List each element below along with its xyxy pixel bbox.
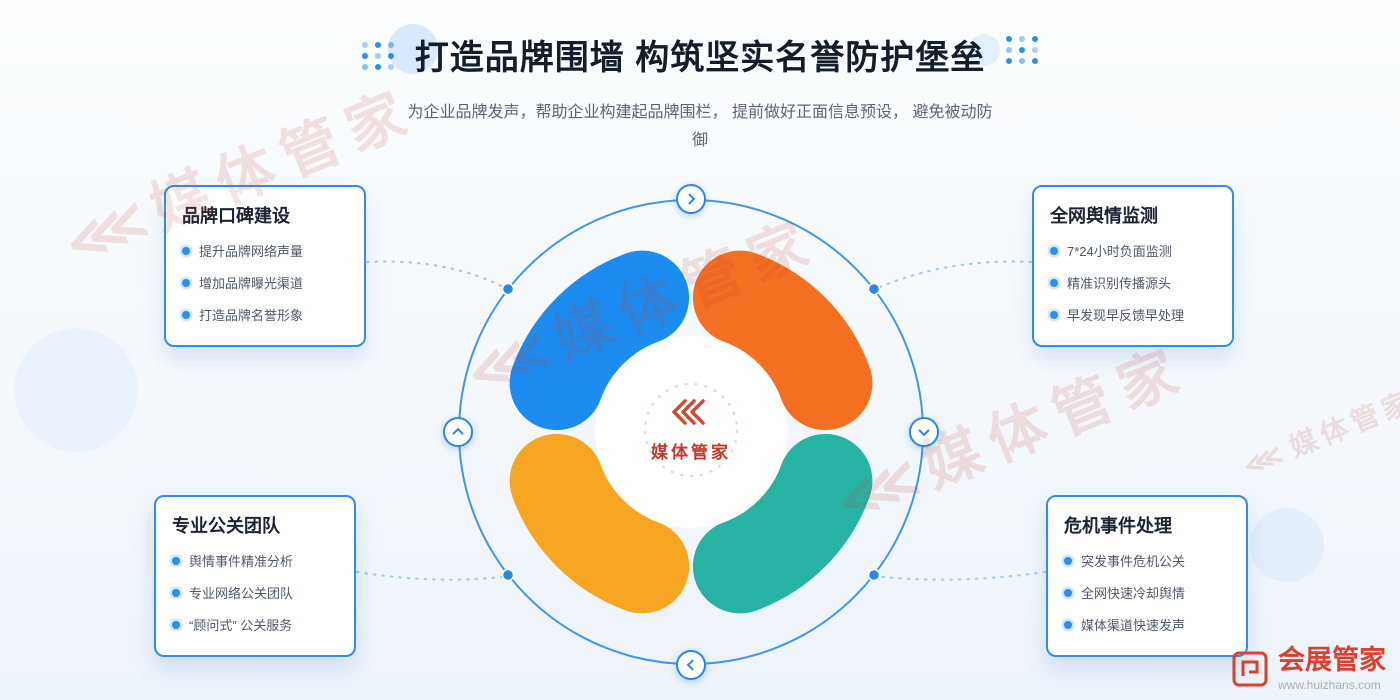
list-item-label: 打造品牌名誉形象 <box>199 308 304 323</box>
ring-arrow-right-button[interactable] <box>909 417 939 447</box>
site-brand[interactable]: 会展管家 www.huizhans.com <box>1231 645 1386 692</box>
card-title: 专业公关团队 <box>172 516 280 536</box>
bullet-dot-icon <box>172 556 180 565</box>
list-item-label: 舆情事件精准分析 <box>189 554 294 569</box>
brand-name: 会展管家 <box>1278 645 1386 676</box>
list-item-label: 精准识别传播源头 <box>1067 276 1172 291</box>
page-header: 打造品牌围墙 构筑坚实名誉防护堡垒 为企业品牌发声，帮助企业构建起品牌围栏， 提… <box>0 30 1400 155</box>
connector-top-left <box>365 260 511 292</box>
title-accent-circle <box>388 24 438 74</box>
list-item: 打造品牌名誉形象 <box>182 305 348 324</box>
center-white-disc <box>595 336 787 528</box>
title-accent-circle <box>968 34 1000 66</box>
page-title: 打造品牌围墙 构筑坚实名誉防护堡垒 <box>414 39 986 77</box>
list-item-label: 增加品牌曝光渠道 <box>199 276 304 291</box>
ring-dot-bottom-right <box>867 568 881 582</box>
list-item-label: 全网快速冷却舆情 <box>1081 586 1186 601</box>
background-circle <box>14 328 138 452</box>
ring-arrow-top-button[interactable] <box>676 184 706 214</box>
list-item-label: 提升品牌网络声量 <box>199 244 304 259</box>
list-item: 舆情事件精准分析 <box>172 551 338 570</box>
ring-dot-bottom-left <box>501 568 515 582</box>
brand-url[interactable]: www.huizhans.com <box>1278 677 1381 692</box>
bullet-dot-icon <box>1050 278 1058 287</box>
bullet-dot-icon <box>1050 310 1058 319</box>
connector-top-right <box>871 260 1033 292</box>
list-item: 突发事件危机公关 <box>1064 551 1230 570</box>
card-crisis-handling: 危机事件处理 突发事件危机公关 全网快速冷却舆情 媒体渠道快速发声 <box>1046 495 1248 657</box>
list-item: 7*24小时负面监测 <box>1050 241 1216 260</box>
card-title: 品牌口碑建设 <box>182 206 290 226</box>
huizhan-logo-icon <box>1232 651 1268 687</box>
card-opinion-monitoring: 全网舆情监测 7*24小时负面监测 精准识别传播源头 早发现早反馈早处理 <box>1032 185 1234 347</box>
chevron-left-icon <box>686 659 699 671</box>
central-ring-diagram: 媒体管家 <box>443 184 939 680</box>
center-logo-text: 媒体管家 <box>651 442 731 463</box>
card-pr-team: 专业公关团队 舆情事件精准分析 专业网络公关团队 “顾问式” 公关服务 <box>154 495 356 657</box>
chevron-down-icon <box>918 424 930 437</box>
quadrant-brand-reputation <box>509 250 690 431</box>
list-item-label: 媒体渠道快速发声 <box>1081 618 1186 633</box>
card-item-list: 提升品牌网络声量 增加品牌曝光渠道 打造品牌名誉形象 <box>182 241 348 324</box>
list-item: 早发现早反馈早处理 <box>1050 305 1216 324</box>
card-title: 危机事件处理 <box>1064 516 1172 536</box>
quadrant-crisis-handling <box>692 433 873 614</box>
list-item: 全网快速冷却舆情 <box>1064 583 1230 602</box>
bullet-dot-icon <box>172 588 180 597</box>
list-item: 专业网络公关团队 <box>172 583 338 602</box>
page-subtitle: 为企业品牌发声，帮助企业构建起品牌围栏， 提前做好正面信息预设， 避免被动防御 <box>407 104 993 149</box>
bullet-dot-icon <box>1064 620 1072 629</box>
bullet-dot-icon <box>182 278 190 287</box>
list-item-label: 专业网络公关团队 <box>189 586 294 601</box>
ring-diagram-graphic: 媒体管家 <box>458 199 924 665</box>
card-item-list: 7*24小时负面监测 精准识别传播源头 早发现早反馈早处理 <box>1050 241 1216 324</box>
ring-dot-top-right <box>867 282 881 296</box>
quadrant-opinion-monitoring <box>692 250 873 431</box>
list-item-label: 7*24小时负面监测 <box>1067 244 1172 259</box>
card-brand-reputation: 品牌口碑建设 提升品牌网络声量 增加品牌曝光渠道 打造品牌名誉形象 <box>164 185 366 347</box>
bullet-dot-icon <box>182 246 190 255</box>
card-item-list: 舆情事件精准分析 专业网络公关团队 “顾问式” 公关服务 <box>172 551 338 634</box>
bullet-dot-icon <box>182 310 190 319</box>
bullet-dot-icon <box>1064 556 1072 565</box>
card-title: 全网舆情监测 <box>1050 206 1158 226</box>
ring-arrow-left-button[interactable] <box>443 417 473 447</box>
chevron-right-icon <box>683 193 696 205</box>
list-item: “顾问式” 公关服务 <box>172 615 338 634</box>
list-item: 精准识别传播源头 <box>1050 273 1216 292</box>
bullet-dot-icon <box>1050 246 1058 255</box>
media-butler-logo-icon <box>672 399 705 425</box>
list-item-label: 早发现早反馈早处理 <box>1067 308 1185 323</box>
connector-bottom-right <box>871 570 1047 581</box>
list-item: 增加品牌曝光渠道 <box>182 273 348 292</box>
quadrant-pr-team <box>509 433 690 614</box>
list-item: 提升品牌网络声量 <box>182 241 348 260</box>
bullet-dot-icon <box>172 620 180 629</box>
center-dashed-ring <box>644 383 738 477</box>
list-item-label: “顾问式” 公关服务 <box>189 618 293 633</box>
list-item-label: 突发事件危机公关 <box>1081 554 1186 569</box>
card-item-list: 突发事件危机公关 全网快速冷却舆情 媒体渠道快速发声 <box>1064 551 1230 634</box>
ring-dot-top-left <box>501 282 515 296</box>
connector-bottom-left <box>355 570 511 581</box>
chevron-up-icon <box>452 427 464 440</box>
dots-decoration-icon <box>1006 36 1038 64</box>
brand-text: 会展管家 www.huizhans.com <box>1278 645 1386 692</box>
dots-decoration-icon <box>362 42 394 70</box>
background-circle <box>1250 508 1324 582</box>
list-item: 媒体渠道快速发声 <box>1064 615 1230 634</box>
ring-arrow-bottom-button[interactable] <box>676 650 706 680</box>
bullet-dot-icon <box>1064 588 1072 597</box>
